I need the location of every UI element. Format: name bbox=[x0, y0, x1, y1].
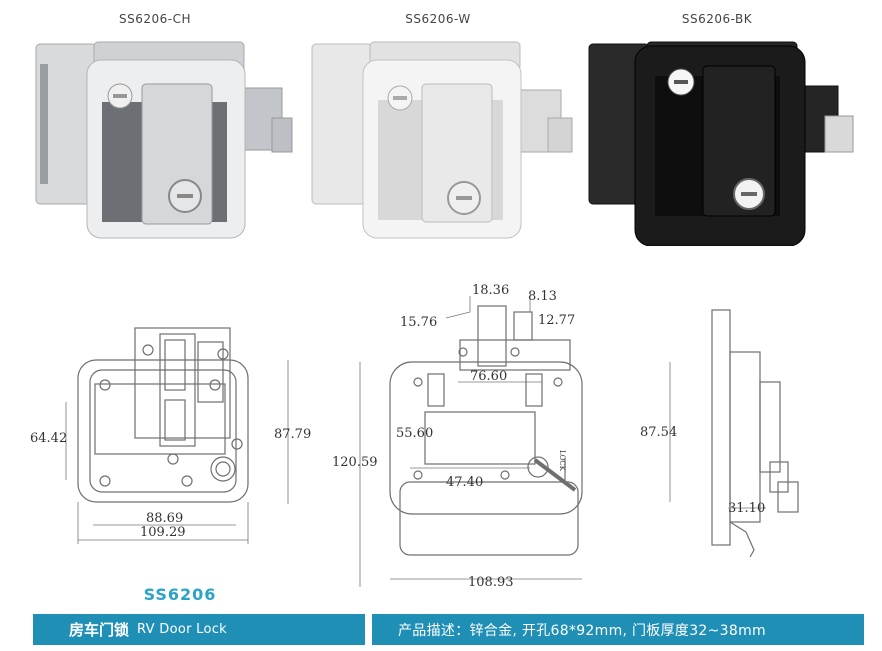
product-photo-black bbox=[588, 41, 854, 246]
model-code: SS6206 bbox=[143, 585, 217, 604]
front-view bbox=[77, 327, 249, 503]
dim-back-right-top: 12.77 bbox=[538, 313, 575, 328]
footer-title-en: RV Door Lock bbox=[137, 622, 228, 637]
dim-back-top-a: 18.36 bbox=[472, 283, 509, 298]
caption-chrome: SS6206-CH bbox=[118, 12, 191, 26]
dim-back-hole-span: 76.60 bbox=[470, 369, 507, 384]
back-view bbox=[389, 305, 583, 556]
dim-front-width-outer: 109.29 bbox=[140, 525, 186, 540]
product-photo-white bbox=[311, 41, 573, 239]
dim-back-top-b: 8.13 bbox=[528, 289, 557, 304]
footer-title-bar: 房车门锁 RV Door Lock bbox=[33, 614, 365, 645]
dim-front-width-inner: 88.69 bbox=[146, 511, 183, 526]
back-view-lock-label: LOCK bbox=[558, 450, 566, 472]
footer-description: 产品描述：锌合金, 开孔68*92mm, 门板厚度32~38mm bbox=[398, 622, 766, 639]
dim-side-depth: 31.10 bbox=[728, 501, 765, 516]
dim-side-height: 87.54 bbox=[640, 425, 677, 440]
side-view bbox=[711, 309, 799, 558]
dim-back-lower-span: 47.40 bbox=[446, 475, 483, 490]
footer-description-bar: 产品描述：锌合金, 开孔68*92mm, 门板厚度32~38mm bbox=[372, 614, 864, 645]
dim-back-inner-height: 55.60 bbox=[396, 426, 433, 441]
dim-back-total-height: 120.59 bbox=[332, 455, 378, 470]
technical-drawing: 88.69 109.29 64.42 87.79 18.36 8.13 15.7… bbox=[30, 283, 799, 587]
dim-back-width-bottom: 108.93 bbox=[468, 575, 514, 587]
caption-black: SS6206-BK bbox=[681, 12, 753, 26]
dim-front-height-left: 64.42 bbox=[30, 431, 67, 446]
footer-title-cn: 房车门锁 bbox=[69, 621, 130, 639]
dim-back-left-top: 15.76 bbox=[400, 315, 437, 330]
product-photo-chrome bbox=[35, 41, 293, 239]
caption-white: SS6206-W bbox=[405, 12, 471, 26]
dim-front-height-right: 87.79 bbox=[274, 427, 311, 442]
